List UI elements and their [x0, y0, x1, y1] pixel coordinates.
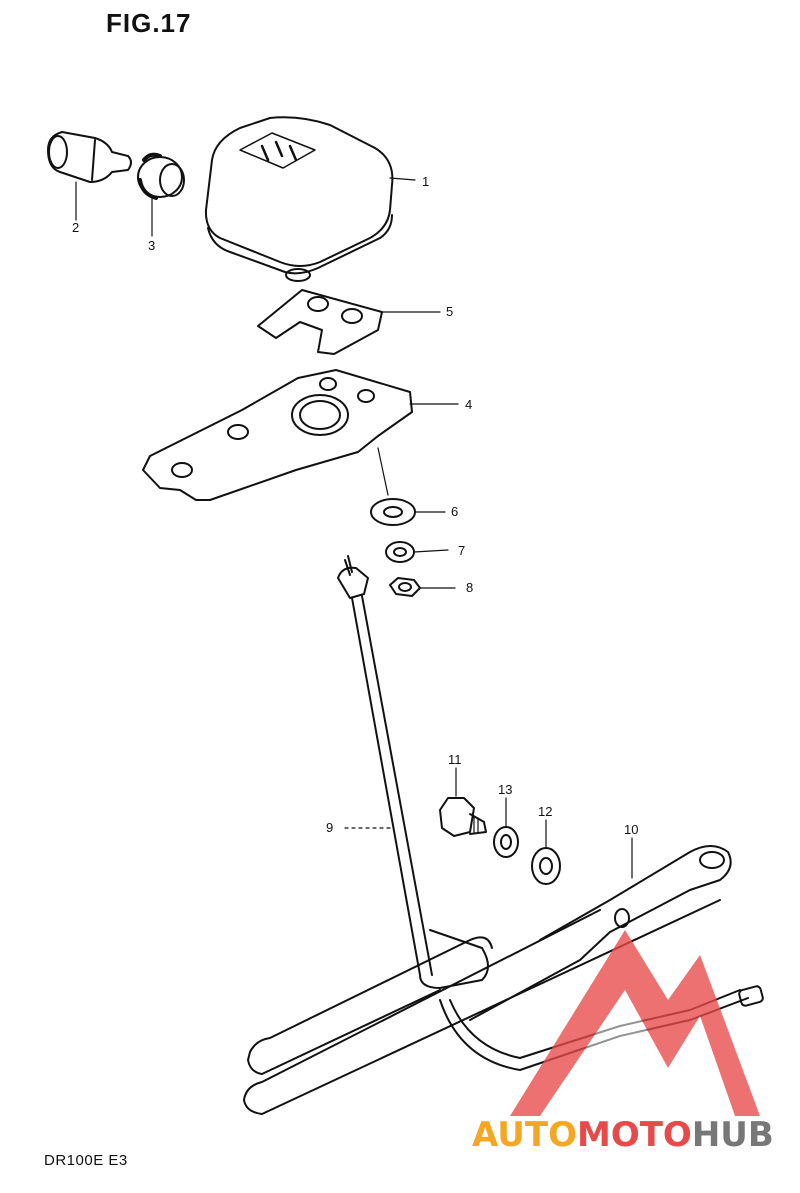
callout-4: 4: [465, 397, 472, 412]
part-3-grommet: [137, 152, 185, 200]
callout-13: 13: [498, 782, 512, 797]
part-11-bolt: [439, 797, 487, 837]
part-8-nut: [389, 577, 421, 597]
watermark-logo: [510, 930, 760, 1116]
part-13-washer: [493, 826, 519, 858]
leader-lines: [75, 177, 633, 879]
callout-10: 10: [624, 822, 638, 837]
callout-3: 3: [148, 238, 155, 253]
part-1-regulator: [204, 116, 394, 282]
callout-7: 7: [458, 543, 465, 558]
callout-5: 5: [446, 304, 453, 319]
watermark-moto: MOTO: [577, 1115, 692, 1155]
part-9-wire: [243, 555, 721, 1115]
part-2-connector: [47, 131, 132, 183]
model-code: DR100E E3: [44, 1152, 128, 1169]
callout-1: 1: [422, 174, 429, 189]
part-12-washer: [531, 847, 561, 885]
part-6-washer: [370, 498, 416, 526]
callout-8: 8: [466, 580, 473, 595]
watermark-hub: HUB: [692, 1115, 774, 1155]
part-7-lock-washer: [385, 541, 415, 563]
callout-9: 9: [326, 820, 333, 835]
callout-12: 12: [538, 804, 552, 819]
watermark-text: AUTOMOTOHUB: [472, 1115, 774, 1155]
part-4-bracket: [142, 369, 413, 501]
callout-2: 2: [72, 220, 79, 235]
callout-6: 6: [451, 504, 458, 519]
part-5-plate: [257, 289, 383, 355]
callout-11: 11: [448, 752, 462, 767]
watermark-auto: AUTO: [472, 1115, 577, 1155]
figure-title: FIG.17: [106, 8, 192, 38]
